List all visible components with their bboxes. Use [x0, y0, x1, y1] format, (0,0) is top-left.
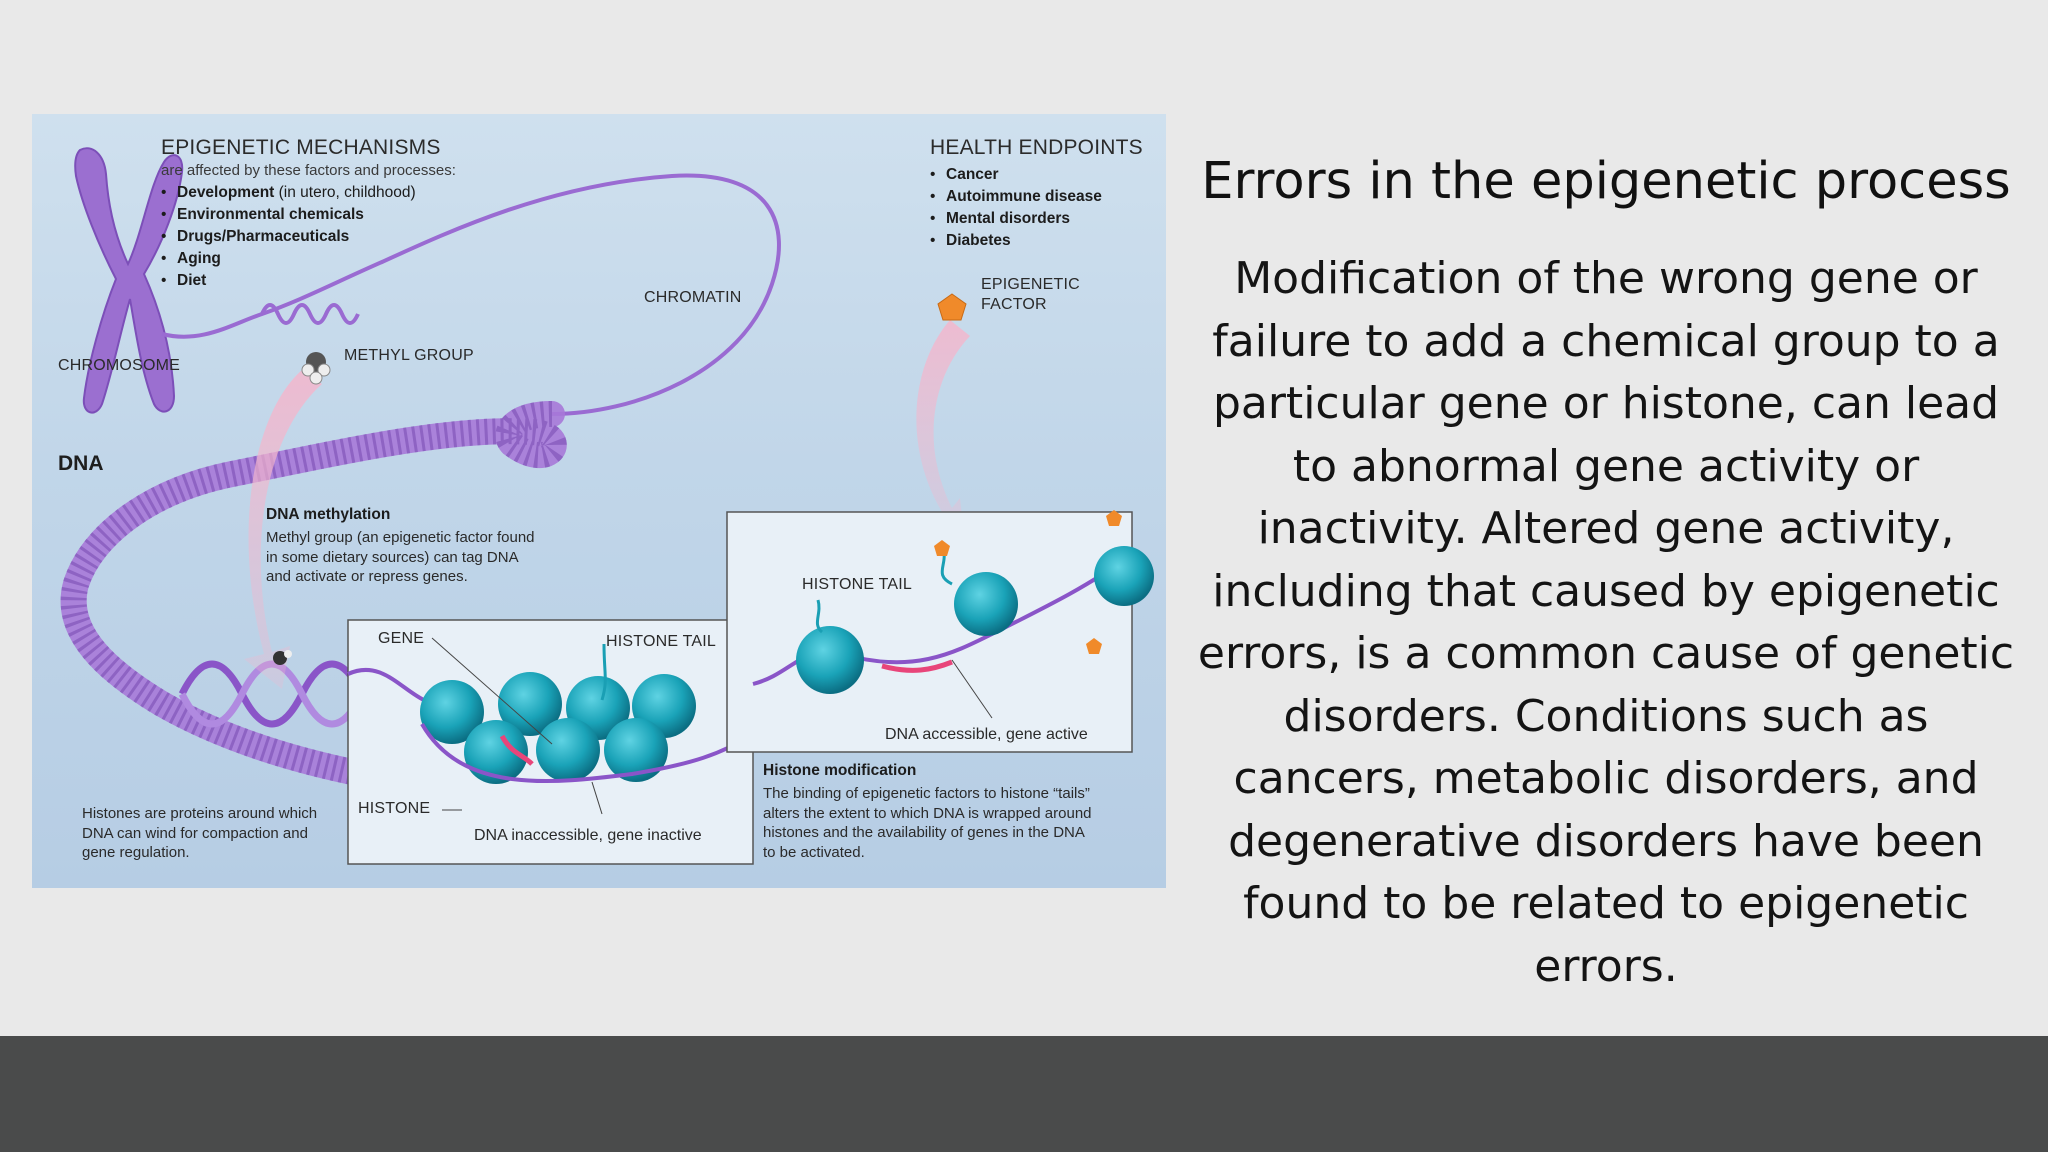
epigenetics-diagram: EPIGENETIC MECHANISMS are affected by th… [32, 114, 1166, 888]
health-item: Autoimmune disease [930, 186, 1102, 208]
mechanisms-subtitle: are affected by these factors and proces… [161, 162, 456, 179]
methyl-tag-icon [273, 650, 292, 665]
active-inset [726, 511, 1133, 753]
histone-tail-right-label: HISTONE TAIL [802, 576, 912, 593]
inactive-caption: DNA inaccessible, gene inactive [474, 827, 702, 844]
methyl-group-icon [301, 352, 331, 385]
mechanism-item: Drugs/Pharmaceuticals [161, 226, 416, 248]
health-title: HEALTH ENDPOINTS [930, 136, 1143, 159]
modification-title: Histone modification [763, 762, 917, 779]
methyl-group-label: METHYL GROUP [344, 347, 474, 364]
gene-label: GENE [378, 630, 425, 647]
histone-label: HISTONE [358, 800, 431, 817]
chromosome-shape [74, 147, 184, 414]
epigenetic-factor-label-1: EPIGENETIC [981, 276, 1080, 293]
diagram-art [60, 147, 1154, 865]
health-list: Cancer Autoimmune disease Mental disorde… [930, 164, 1102, 252]
mechanism-item: Environmental chemicals [161, 204, 416, 226]
histones-note: Histones are proteins around which DNA c… [82, 805, 318, 861]
mechanism-item: Diet [161, 270, 416, 292]
health-item: Cancer [930, 164, 1102, 186]
mechanism-item: Development (in utero, childhood) [161, 182, 416, 204]
slide-title: Errors in the epigenetic process [1201, 152, 2011, 212]
dna-helix-a [178, 660, 366, 728]
chromosome-label: CHROMOSOME [58, 357, 180, 374]
mechanism-item: Aging [161, 248, 416, 270]
mechanisms-list: Development (in utero, childhood) Enviro… [161, 182, 416, 292]
health-item: Mental disorders [930, 208, 1102, 230]
active-caption: DNA accessible, gene active [885, 726, 1088, 743]
mechanisms-title: EPIGENETIC MECHANISMS [161, 136, 441, 159]
chromatin-wave [260, 303, 360, 325]
epigenetic-factor-icon [937, 293, 967, 321]
health-item: Diabetes [930, 230, 1102, 252]
methyl-arrow [244, 370, 322, 689]
open-histones [796, 546, 1154, 694]
dna-label: DNA [58, 452, 104, 475]
modification-note: The binding of epigenetic factors to his… [763, 785, 1092, 861]
factor-arrow [916, 320, 970, 534]
histone-tail-left-label: HISTONE TAIL [606, 633, 716, 650]
epigenetic-factor-label-2: FACTOR [981, 296, 1047, 313]
methylation-title: DNA methylation [266, 506, 391, 523]
chromatin-label: CHROMATIN [644, 289, 742, 306]
footer-bar [0, 1036, 2048, 1152]
slide-body-text: Modification of the wrong gene or failur… [1197, 253, 2015, 992]
methylation-note: Methyl group (an epigenetic factor found… [266, 529, 535, 585]
histone-cluster [420, 672, 696, 784]
